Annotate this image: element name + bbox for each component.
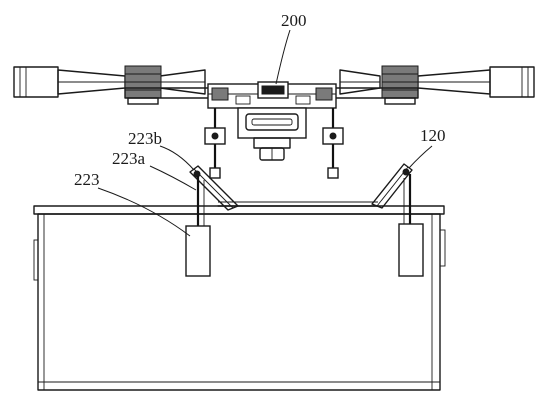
- left-guide-arm: [185, 165, 239, 277]
- right-propeller: [339, 66, 535, 98]
- drone-assembly: [13, 65, 535, 179]
- right-motor: [381, 65, 419, 105]
- label-guide-120: 120: [420, 126, 446, 145]
- label-actuator-223: 223: [74, 170, 100, 189]
- right-landing-leg: [322, 108, 344, 179]
- label-drone-200: 200: [281, 11, 307, 30]
- drone-body: [207, 81, 337, 109]
- left-landing-leg: [204, 108, 226, 179]
- label-arm-rod-223a: 223a: [112, 149, 146, 168]
- drone-camera-gimbal: [237, 107, 307, 161]
- label-arm-hinge-223b: 223b: [128, 129, 162, 148]
- leader-lines: [97, 29, 433, 237]
- right-guide-arm: [371, 163, 424, 277]
- landing-box: [33, 201, 446, 391]
- left-propeller: [13, 66, 206, 98]
- reference-labels: 200 120 223b 223a 223: [74, 11, 446, 189]
